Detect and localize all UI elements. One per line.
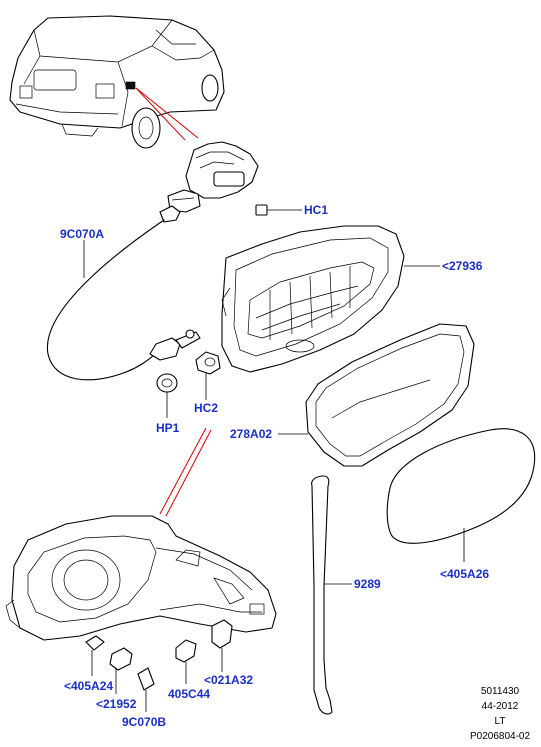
- connector-405c44: [175, 639, 197, 663]
- clip-21952: [109, 647, 133, 671]
- callout-405c44: 405C44: [168, 687, 210, 701]
- callout-9289: 9289: [354, 577, 381, 591]
- callout-hc2: HC2: [194, 401, 218, 415]
- release-cable: [46, 219, 201, 381]
- lower-filler-housing: [5, 515, 277, 641]
- meta-line-3: LT: [495, 716, 506, 727]
- hc1-connector: [255, 204, 302, 216]
- drain-hose: [311, 475, 352, 715]
- diagram-metadata: 5011430 44-2012 LT P0206804-02: [470, 686, 530, 742]
- callout-405a26: <405A26: [440, 567, 489, 581]
- meta-line-2: 44-2012: [482, 701, 519, 712]
- callout-9c070a: 9C070A: [60, 227, 104, 241]
- meta-line-4: P0206804-02: [470, 731, 530, 742]
- callout-27936: <27936: [442, 259, 483, 273]
- fuel-filler-housing: [221, 225, 440, 373]
- highlight-leaders-bottom: [159, 427, 212, 517]
- meta-line-1: 5011430: [481, 686, 520, 697]
- callout-9c070b: 9C070B: [122, 715, 166, 729]
- callout-21952: <21952: [96, 697, 137, 711]
- callout-labels: HC1 9C070A <27936 HP1 HC2 278A02 9289 <4…: [60, 203, 489, 729]
- callout-hc1: HC1: [304, 203, 328, 217]
- vehicle-illustration: [9, 15, 225, 149]
- bracket-021a32: [211, 619, 233, 649]
- callout-278a02: 278A02: [230, 427, 272, 441]
- bolt-405a24: [85, 635, 105, 651]
- callout-405a24: <405A24: [64, 679, 113, 693]
- lower-small-parts: [85, 619, 233, 712]
- highlight-leaders-top: [135, 87, 199, 141]
- callout-hp1: HP1: [156, 421, 180, 435]
- fuel-door-actuator: [159, 141, 259, 223]
- callout-021a32: <021A32: [204, 673, 253, 687]
- filler-seal: [278, 323, 475, 467]
- fuel-door-panel: [386, 428, 536, 562]
- hc2-grommet: [195, 351, 221, 400]
- clip-9c070b: [137, 667, 155, 691]
- hp1-plug: [156, 373, 178, 418]
